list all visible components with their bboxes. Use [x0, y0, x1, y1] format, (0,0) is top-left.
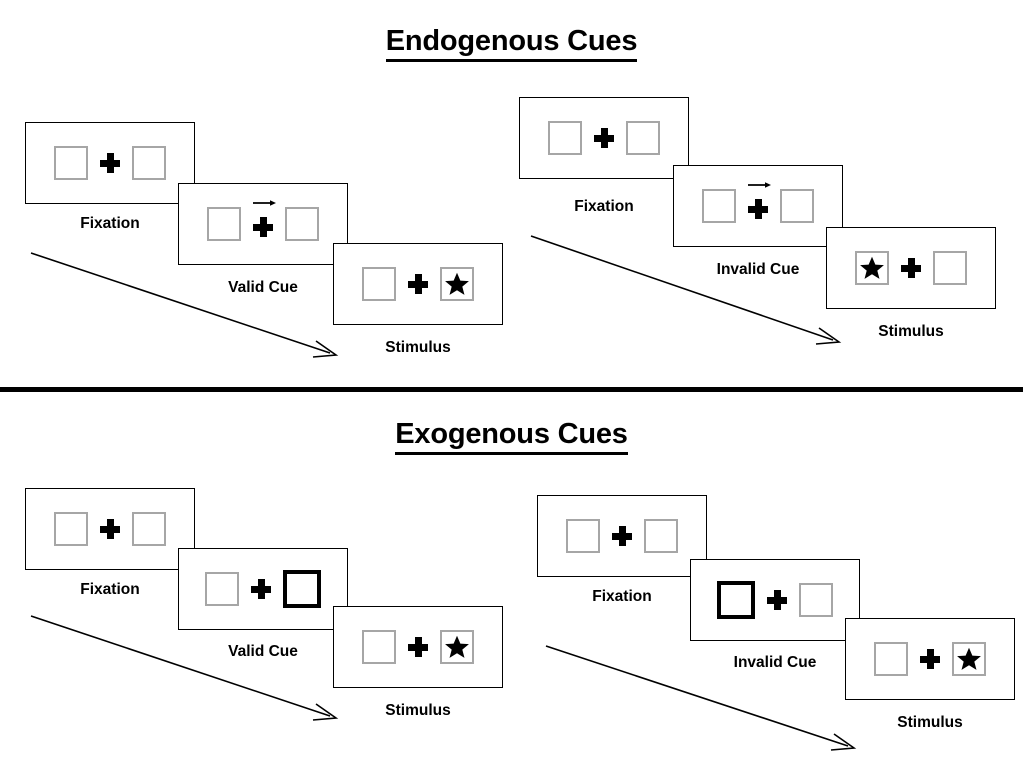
fixation-cross-icon: [767, 587, 787, 613]
label-exogenous-invalid-cue: Invalid Cue: [733, 654, 817, 671]
box-left-empty: [362, 267, 396, 301]
frame-exogenous-valid-stimulus: [333, 606, 503, 688]
section-title-endogenous-text: Endogenous Cues: [385, 27, 637, 62]
fixation-cross-icon: [100, 150, 120, 176]
box-left-empty: [362, 630, 396, 664]
box-right-empty: [933, 251, 967, 285]
label-exogenous-valid-fixation: Fixation: [80, 581, 140, 598]
frame-exogenous-invalid-stimulus: [845, 618, 1015, 700]
frame-endogenous-invalid-stimulus: [826, 227, 996, 309]
frame-endogenous-valid-fixation: [25, 122, 195, 204]
star-icon: [445, 635, 469, 658]
box-right-star: [440, 267, 474, 301]
label-endogenous-valid-cue: Valid Cue: [228, 279, 298, 296]
frame-exogenous-invalid-fixation: [537, 495, 707, 577]
box-left-star: [855, 251, 889, 285]
label-endogenous-invalid-stimulus: Stimulus: [878, 323, 944, 340]
label-exogenous-invalid-fixation: Fixation: [592, 588, 652, 605]
fixation-cross-icon: [748, 182, 771, 219]
label-endogenous-invalid-fixation: Fixation: [574, 198, 634, 215]
box-right-empty: [626, 121, 660, 155]
fixation-cross-icon: [408, 634, 428, 660]
flow-arrow-endogenous-invalid: [530, 235, 842, 345]
frame-exogenous-valid-cue: [178, 548, 348, 630]
box-left-empty: [54, 512, 88, 546]
box-right-empty: [644, 519, 678, 553]
box-right-star: [952, 642, 986, 676]
frame-exogenous-valid-fixation: [25, 488, 195, 570]
box-left-highlight: [717, 581, 755, 619]
frame-exogenous-invalid-cue: [690, 559, 860, 641]
label-exogenous-valid-cue: Valid Cue: [228, 643, 298, 660]
box-left-empty: [702, 189, 736, 223]
box-left-empty: [548, 121, 582, 155]
fixation-cross-icon: [251, 576, 271, 602]
frame-endogenous-valid-cue: [178, 183, 348, 265]
cue-arrow-right-icon: [253, 200, 276, 206]
label-endogenous-valid-fixation: Fixation: [80, 215, 140, 232]
label-exogenous-invalid-stimulus: Stimulus: [897, 714, 963, 731]
fixation-cross-icon: [612, 523, 632, 549]
box-left-empty: [207, 207, 241, 241]
section-title-exogenous-text: Exogenous Cues: [395, 420, 628, 455]
star-icon: [445, 272, 469, 295]
box-right-empty: [780, 189, 814, 223]
fixation-cross-icon: [920, 646, 940, 672]
box-right-empty: [799, 583, 833, 617]
fixation-cross-icon: [408, 271, 428, 297]
frame-endogenous-invalid-fixation: [519, 97, 689, 179]
fixation-cross-icon: [901, 255, 921, 281]
box-left-empty: [54, 146, 88, 180]
section-title-exogenous: Exogenous Cues: [0, 420, 1023, 455]
star-icon: [957, 647, 981, 670]
fixation-cross-icon: [100, 516, 120, 542]
star-icon: [860, 256, 884, 279]
label-endogenous-valid-stimulus: Stimulus: [385, 339, 451, 356]
box-right-highlight: [283, 570, 321, 608]
frame-endogenous-valid-stimulus: [333, 243, 503, 325]
section-divider: [0, 387, 1023, 392]
label-endogenous-invalid-cue: Invalid Cue: [716, 261, 800, 278]
box-right-empty: [285, 207, 319, 241]
section-title-endogenous: Endogenous Cues: [0, 27, 1023, 62]
box-left-empty: [874, 642, 908, 676]
cue-arrow-right-icon: [748, 182, 771, 188]
frame-endogenous-invalid-cue: [673, 165, 843, 247]
label-exogenous-valid-stimulus: Stimulus: [385, 702, 451, 719]
box-right-empty: [132, 512, 166, 546]
box-right-empty: [132, 146, 166, 180]
fixation-cross-icon: [253, 200, 276, 237]
box-right-star: [440, 630, 474, 664]
box-left-empty: [566, 519, 600, 553]
box-left-empty: [205, 572, 239, 606]
fixation-cross-icon: [594, 125, 614, 151]
